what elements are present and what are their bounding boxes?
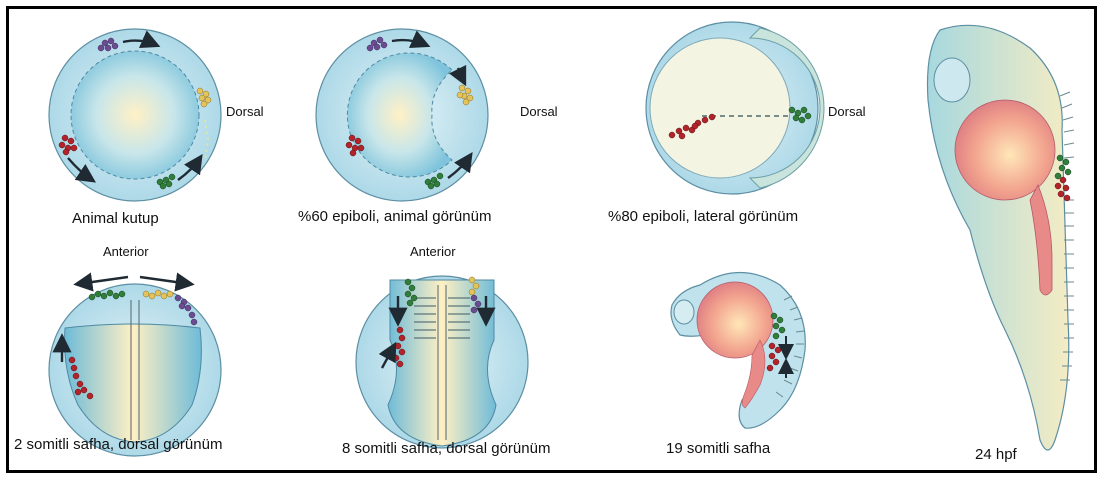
caption-24hpf: 24 hpf	[975, 446, 1017, 463]
panel-2-somite	[49, 277, 221, 456]
panel-epiboly-60	[316, 29, 488, 201]
dorsal-label-3: Dorsal	[828, 104, 866, 119]
caption-8-somite: 8 somitli safha, dorsal görünüm	[342, 440, 550, 457]
anterior-label-2: Anterior	[410, 244, 456, 259]
caption-animal-pole: Animal kutup	[72, 210, 159, 227]
dorsal-label-1: Dorsal	[226, 104, 264, 119]
caption-epiboly-60: %60 epiboli, animal görünüm	[298, 208, 491, 225]
caption-epiboly-80: %80 epiboli, lateral görünüm	[608, 208, 798, 225]
panel-24hpf	[928, 25, 1075, 450]
anterior-label-1: Anterior	[103, 244, 149, 259]
panel-8-somite	[356, 276, 528, 448]
caption-2-somite: 2 somitli safha, dorsal görünüm	[14, 436, 222, 453]
caption-19-somite: 19 somitli safha	[666, 440, 770, 457]
panel-19-somite	[671, 273, 805, 429]
panel-epiboly-80	[646, 22, 824, 194]
panel-animal-pole	[49, 29, 221, 201]
dorsal-label-2: Dorsal	[520, 104, 558, 119]
